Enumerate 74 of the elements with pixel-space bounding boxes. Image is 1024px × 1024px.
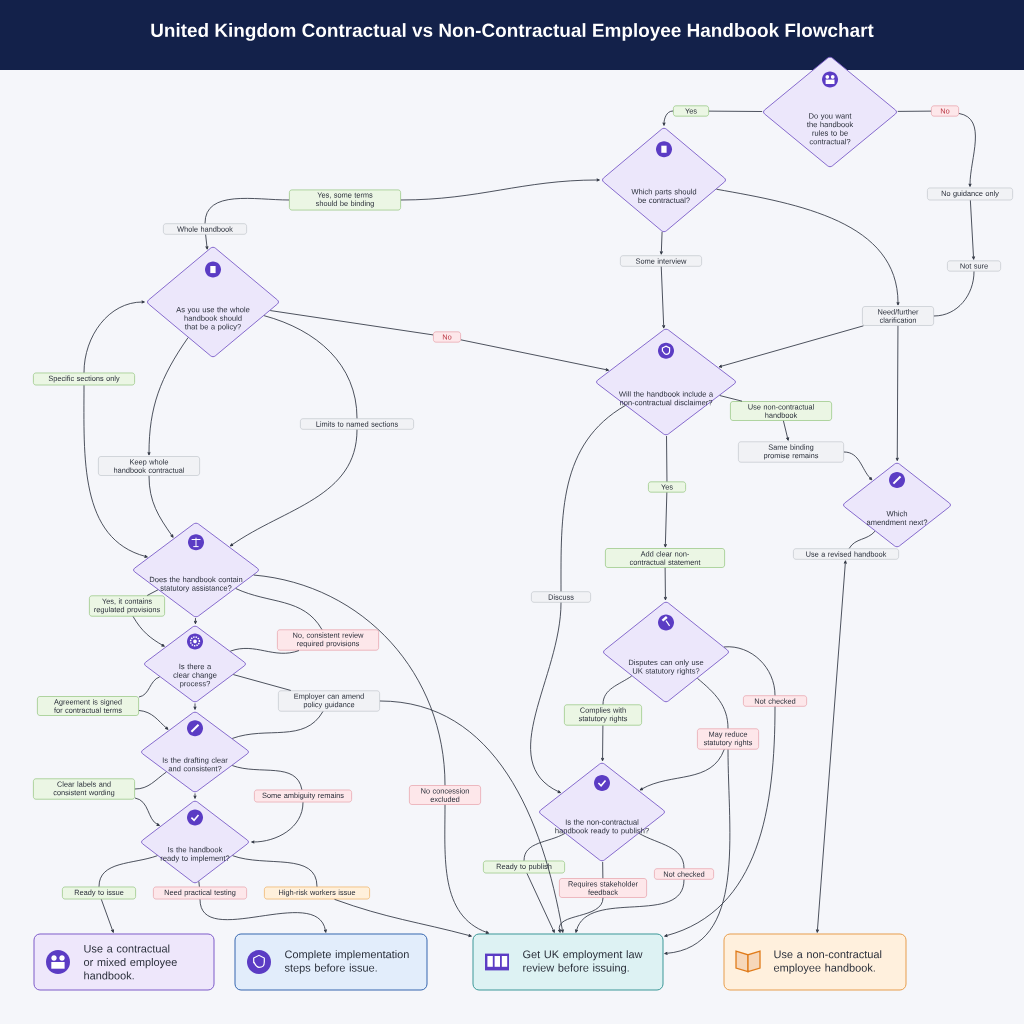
connector	[146, 589, 159, 596]
connector	[895, 325, 899, 462]
outcome-box: Use a contractual or mixed employee handbook.	[33, 933, 215, 991]
connector	[660, 266, 666, 329]
connector	[253, 574, 446, 786]
connector	[263, 315, 358, 419]
connector	[229, 648, 300, 654]
connector	[638, 833, 685, 869]
connector	[933, 271, 975, 317]
connector	[639, 749, 725, 791]
connector	[602, 861, 604, 879]
connector	[723, 646, 776, 696]
connector	[666, 435, 668, 482]
connector	[557, 897, 604, 933]
connector	[231, 765, 303, 791]
connector	[969, 199, 976, 260]
connector	[602, 675, 633, 705]
connector	[193, 617, 197, 625]
connector	[460, 339, 610, 372]
connector	[664, 706, 776, 937]
connector	[848, 530, 876, 549]
connector	[199, 898, 327, 933]
connector	[229, 429, 358, 547]
connector	[231, 711, 324, 739]
connector	[897, 110, 932, 112]
connector	[718, 325, 864, 368]
connector	[783, 420, 790, 441]
connector	[526, 872, 555, 933]
connector	[708, 110, 763, 112]
connector	[697, 677, 729, 729]
connector	[193, 793, 197, 799]
connector	[83, 300, 145, 374]
connector	[132, 616, 165, 647]
connector	[83, 384, 148, 558]
connector	[138, 710, 169, 730]
connector	[204, 198, 290, 224]
connector	[575, 879, 685, 933]
connector	[198, 881, 200, 888]
connector	[235, 588, 323, 630]
title-banner: United Kingdom Contractual vs Non-Contractual Employee Handbook Flowchart	[0, 0, 1024, 70]
connector	[601, 725, 605, 762]
outcome-box: Use a non-contractual employee handbook.	[723, 933, 907, 991]
connector	[134, 771, 167, 790]
connector	[444, 804, 490, 934]
connector	[843, 451, 873, 481]
connector	[147, 337, 189, 456]
outcome-box: Complete implementation steps before issue.	[234, 933, 428, 991]
connector	[523, 833, 566, 862]
connector	[232, 855, 318, 888]
connector	[193, 703, 197, 710]
connector	[663, 567, 667, 601]
connector	[138, 676, 161, 698]
connector	[269, 310, 434, 336]
connector	[719, 395, 743, 402]
outcome-box: Get UK employment law review before issuing.	[472, 933, 664, 991]
connector	[205, 234, 209, 250]
connector	[716, 188, 900, 306]
connector	[958, 113, 976, 187]
connector	[663, 492, 668, 548]
connector	[100, 898, 114, 933]
connector	[400, 178, 600, 201]
connector	[232, 674, 292, 691]
connector	[98, 855, 158, 888]
connector	[560, 405, 626, 592]
connector	[664, 749, 731, 955]
connector	[659, 231, 663, 255]
connector	[662, 110, 674, 126]
connector	[815, 560, 847, 933]
connector	[334, 898, 472, 937]
connector	[379, 700, 564, 933]
connector	[148, 475, 174, 538]
connector	[251, 801, 304, 844]
connector	[530, 602, 562, 794]
connector	[134, 797, 160, 826]
